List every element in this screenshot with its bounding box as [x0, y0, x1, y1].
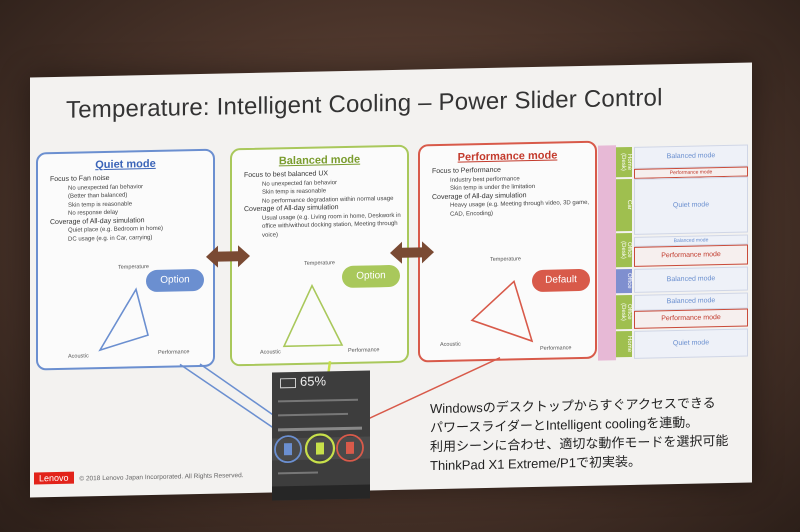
highlight-circles — [274, 433, 364, 464]
projected-slide: Temperature: Intelligent Cooling – Power… — [30, 62, 752, 501]
double-arrow-1 — [206, 245, 250, 268]
quiet-mode-panel: Quiet mode Focus to Fan noise No unexpec… — [36, 148, 215, 371]
quiet-triangle — [98, 287, 149, 352]
balanced-mode-panel: Balanced mode Focus to best balanced UX … — [230, 144, 409, 367]
performance-mode-panel: Performance mode Focus to Performance In… — [418, 140, 597, 363]
battery-percentage: 65% — [300, 373, 327, 389]
lenovo-logo: Lenovo — [34, 471, 74, 485]
battery-flyout: 65% — [272, 370, 370, 501]
double-arrow-2 — [390, 241, 434, 264]
battery-icon — [280, 377, 296, 389]
taskbar — [272, 484, 370, 501]
japanese-caption: Windowsのデスクトップからすぐアクセスできる パワースライダーとIntel… — [430, 393, 728, 475]
performance-triangle-chart — [470, 279, 534, 343]
quiet-triangle-chart — [98, 287, 149, 352]
performance-triangle — [470, 279, 534, 343]
balanced-triangle — [282, 283, 344, 348]
balanced-triangle-chart — [282, 283, 344, 348]
